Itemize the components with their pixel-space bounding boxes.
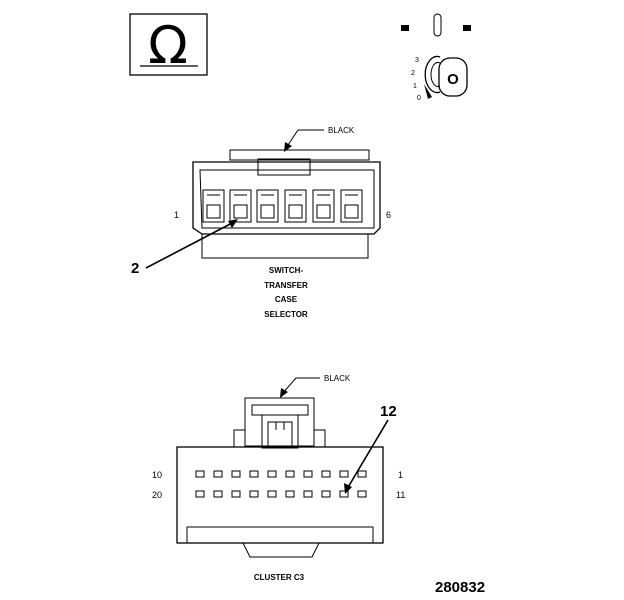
cavity-3	[256, 189, 279, 223]
key-letter: O	[447, 71, 459, 88]
cluster-c3-connector: BLACK 10 1 20 11 12 CLUSTER C3	[152, 374, 405, 582]
row1-right-pin: 1	[398, 470, 403, 480]
ignition-key-icon: O 3 2 1 0	[401, 13, 471, 102]
cavity-5	[312, 189, 335, 223]
caption-line-3: CASE	[275, 295, 298, 304]
omega-symbol-box: Ω	[129, 13, 208, 76]
caption-line-2: TRANSFER	[264, 281, 308, 290]
row2-right-pin: 11	[396, 490, 405, 500]
omega-icon: Ω	[148, 16, 188, 76]
figure-number: 280832	[435, 579, 485, 596]
caption-line-1: SWITCH-	[269, 266, 304, 275]
ignition-position-2: 2	[411, 70, 415, 77]
connector-top-pin-last: 6	[386, 210, 391, 220]
connector-bottom-color-label: BLACK	[324, 374, 351, 383]
cavity-1	[202, 189, 225, 223]
row1-left-pin: 10	[152, 470, 162, 480]
ignition-position-0: 0	[417, 95, 421, 102]
cavity-4	[284, 189, 307, 223]
connector-top-callout: 2	[131, 260, 139, 277]
ignition-position-1: 1	[413, 83, 417, 90]
row2-left-pin: 20	[152, 490, 162, 500]
cavity-2	[229, 189, 252, 223]
connector-bottom-callout: 12	[380, 403, 397, 420]
cavity-6	[340, 189, 363, 223]
connector-top-color-label: BLACK	[328, 126, 355, 135]
ignition-position-3: 3	[415, 57, 419, 64]
connector-bottom-caption: CLUSTER C3	[254, 573, 305, 582]
connector-top-pin-first: 1	[174, 210, 179, 220]
transfer-case-connector: BLACK 1 6 2 SWITCH- TRANSFER CASE SELECT…	[131, 126, 391, 319]
caption-line-4: SELECTOR	[264, 310, 308, 319]
